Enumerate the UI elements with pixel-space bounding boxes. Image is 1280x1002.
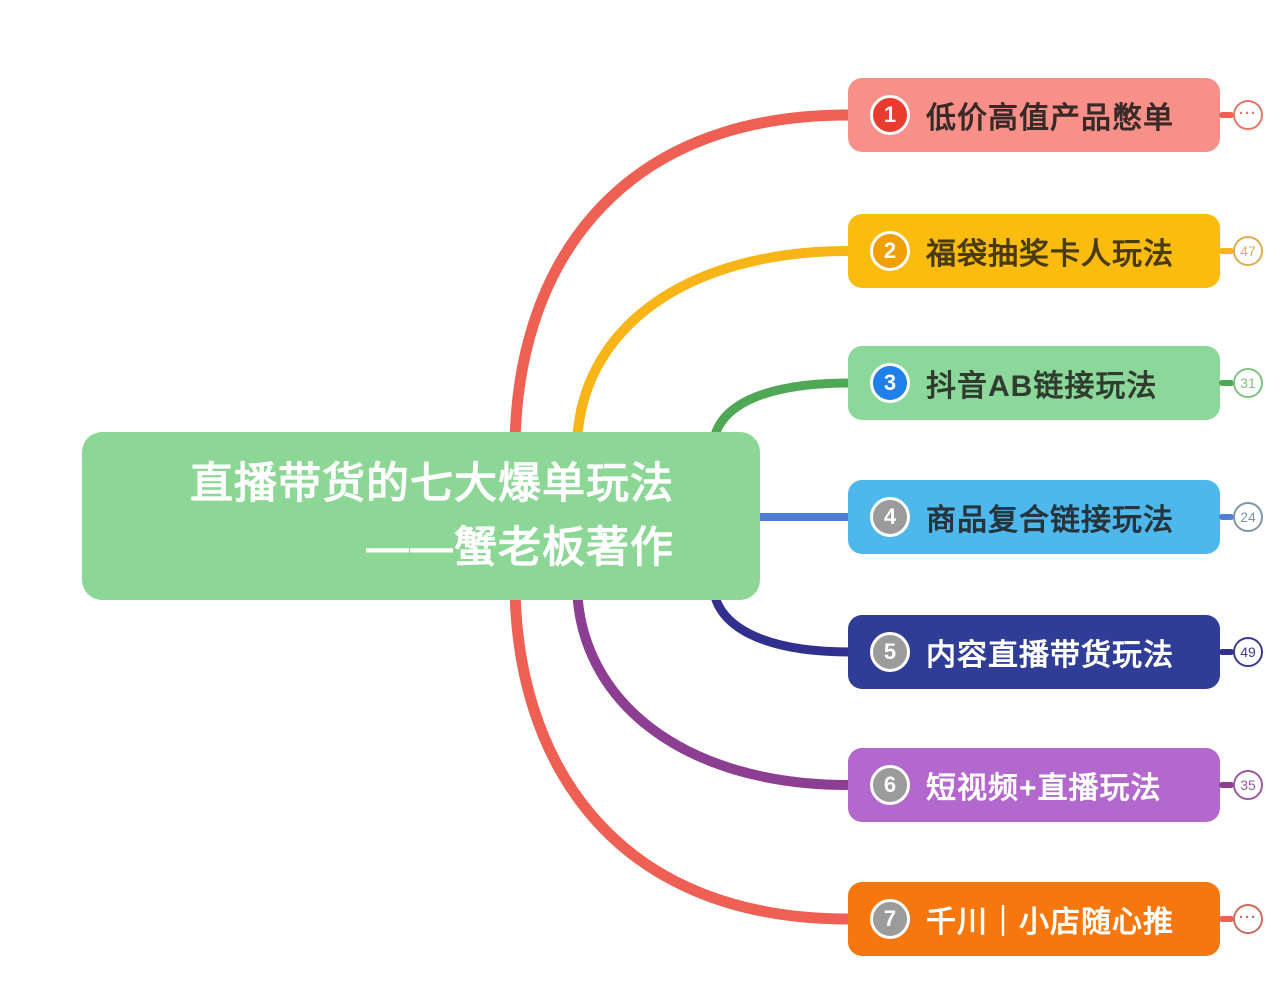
central-topic-node[interactable]: 直播带货的七大爆单玩法 ——蟹老板著作 [82, 432, 760, 600]
branch-2-curve [572, 246, 853, 455]
branch-5-count-badge[interactable]: 49 [1233, 637, 1263, 667]
branch-4-badge-connector [1219, 514, 1234, 520]
branch-3-label: 抖音AB链接玩法 [926, 370, 1158, 403]
branch-node-4[interactable]: 4 商品复合链接玩法 [848, 480, 1220, 554]
branch-5-badge-connector [1219, 649, 1234, 655]
branch-node-6[interactable]: 6 短视频+直播玩法 [848, 748, 1220, 822]
branch-node-1[interactable]: 1 低价高值产品憋单 [848, 78, 1220, 152]
branch-node-7[interactable]: 7 千川｜小店随心推 [848, 882, 1220, 956]
branch-3-badge-connector [1219, 380, 1234, 386]
branch-6-curve [572, 577, 853, 790]
branch-2-label: 福袋抽奖卡人玩法 [926, 238, 1174, 271]
branch-4-count-badge[interactable]: 24 [1233, 502, 1263, 532]
branch-2-count-badge[interactable]: 47 [1233, 236, 1263, 266]
number-7-icon: 7 [870, 899, 910, 939]
branch-6-badge-connector [1219, 782, 1234, 788]
branch-1-count-badge[interactable]: ··· [1233, 100, 1263, 130]
number-1-icon: 1 [870, 95, 910, 135]
branch-2-badge-connector [1219, 248, 1234, 254]
branch-7-badge-connector [1219, 916, 1234, 922]
branch-7-curve [509, 576, 854, 925]
branch-6-label: 短视频+直播玩法 [926, 772, 1162, 805]
central-topic-title: 直播带货的七大爆单玩法 [190, 460, 674, 508]
branch-1-badge-connector [1219, 112, 1234, 118]
branch-1-label: 低价高值产品憋单 [926, 102, 1174, 135]
branch-1-curve [509, 109, 854, 456]
branch-node-5[interactable]: 5 内容直播带货玩法 [848, 615, 1220, 689]
number-5-icon: 5 [870, 632, 910, 672]
branch-6-count-badge[interactable]: 35 [1233, 770, 1263, 800]
number-4-icon: 4 [870, 497, 910, 537]
central-topic-subtitle: ——蟹老板著作 [366, 524, 674, 572]
branch-4-label: 商品复合链接玩法 [926, 504, 1174, 537]
branch-node-3[interactable]: 3 抖音AB链接玩法 [848, 346, 1220, 420]
branch-5-label: 内容直播带货玩法 [926, 639, 1174, 672]
number-2-icon: 2 [870, 231, 910, 271]
number-6-icon: 6 [870, 765, 910, 805]
branch-7-label: 千川｜小店随心推 [926, 906, 1174, 939]
number-3-icon: 3 [870, 363, 910, 403]
branch-3-count-badge[interactable]: 31 [1233, 368, 1263, 398]
branch-node-2[interactable]: 2 福袋抽奖卡人玩法 [848, 214, 1220, 288]
branch-7-count-badge[interactable]: ··· [1233, 904, 1263, 934]
